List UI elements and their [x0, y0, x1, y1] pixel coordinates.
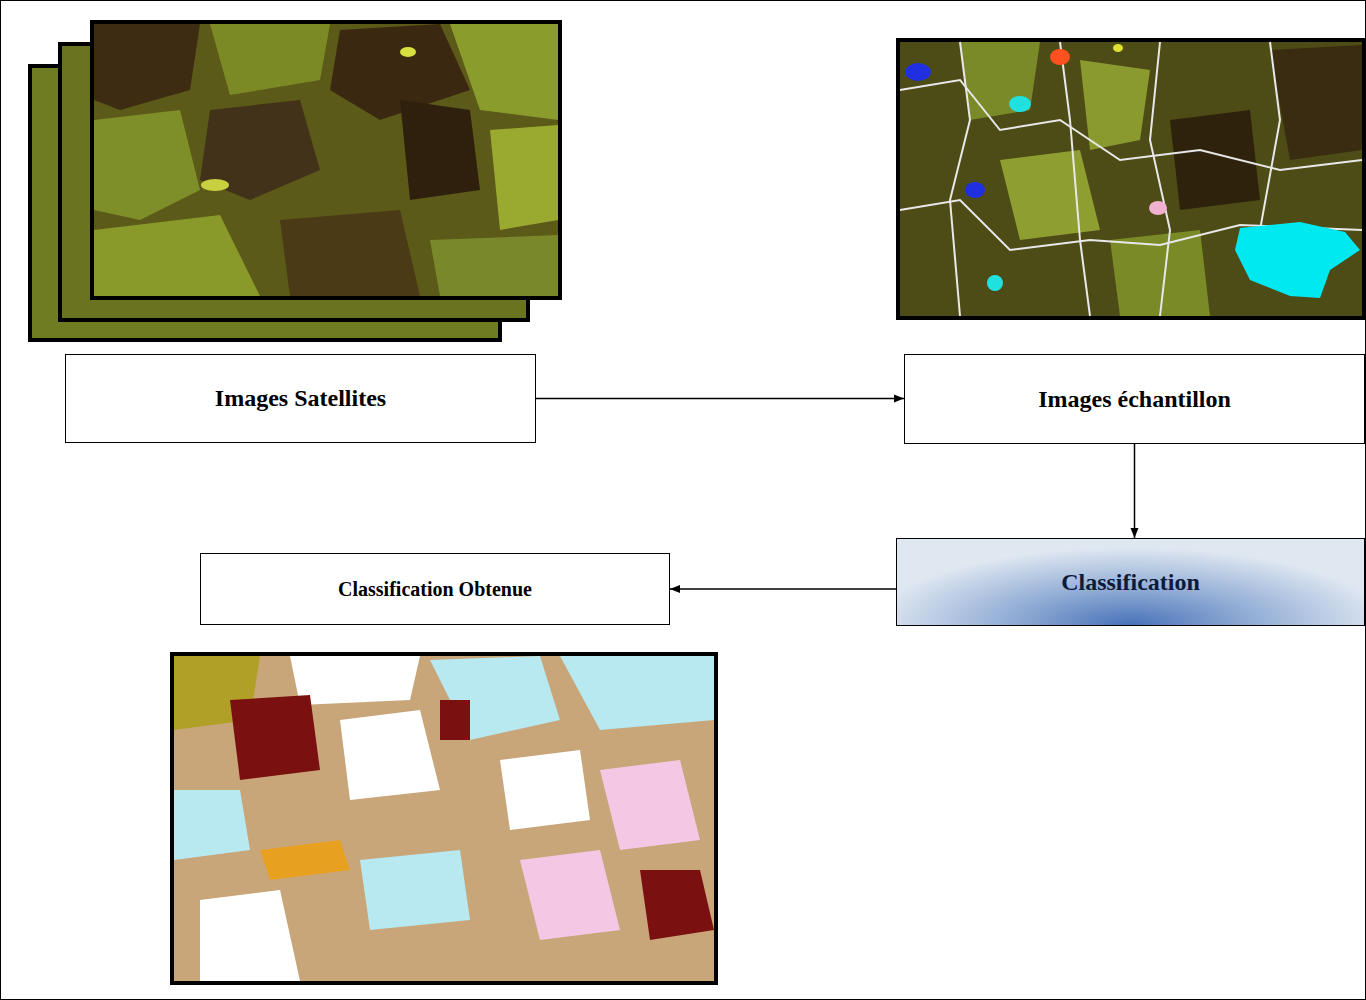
sample-yellow [1113, 44, 1123, 52]
sample-orange [1050, 49, 1070, 65]
parcel-light [1080, 60, 1150, 150]
result-box: Classification Obtenue [200, 553, 670, 625]
classification-result [172, 654, 716, 983]
sample-cyan [987, 275, 1003, 291]
field-dark [94, 24, 200, 110]
class-white [500, 750, 590, 830]
sample-lake [1235, 222, 1360, 298]
field-bright [400, 47, 416, 57]
field-light [94, 110, 200, 220]
class-cyan [430, 656, 560, 740]
class-pink [520, 850, 620, 940]
parcel-boundary [1060, 42, 1090, 316]
field-light [210, 24, 330, 95]
field-bright [201, 179, 229, 191]
sample-cyan [1009, 96, 1031, 112]
field-light [94, 215, 260, 296]
parcel-light [1000, 150, 1100, 240]
parcel-boundary [1260, 42, 1280, 230]
flow-arrow [670, 588, 896, 590]
parcel-boundary [1150, 42, 1170, 316]
class-white [200, 890, 300, 981]
class-maroon [440, 700, 470, 740]
parcel-dark [1170, 110, 1260, 210]
flow-arrow [536, 398, 904, 400]
process-box: Images Satellites [65, 354, 536, 443]
field-dark [400, 100, 480, 200]
result-frame [172, 654, 716, 983]
satellite-image-front [92, 22, 560, 298]
parcel-dark [1270, 45, 1362, 160]
sample-pink [1149, 201, 1167, 215]
field-light [490, 125, 558, 230]
class-cyan [360, 850, 470, 930]
satellite-stack [30, 22, 560, 340]
sample-blue [905, 63, 931, 81]
field-dark [330, 24, 470, 120]
sample-blue [965, 182, 985, 198]
parcel-light [960, 42, 1040, 120]
class-maroon [640, 870, 714, 940]
field-dark [280, 210, 420, 296]
class-maroon [230, 695, 320, 780]
box-label: Classification [1061, 568, 1200, 597]
process-box: Images échantillon [904, 354, 1365, 444]
sample-image [898, 40, 1364, 318]
sample-image-frame [898, 40, 1364, 318]
class-orange [260, 840, 350, 880]
class-white [340, 710, 440, 800]
field-dark [200, 100, 320, 200]
parcel-boundary [950, 42, 970, 316]
class-pink [600, 760, 700, 850]
flow-arrow [1134, 444, 1136, 538]
process-box-highlight: Classification [896, 538, 1365, 626]
class-cyan [560, 656, 714, 730]
box-label: Images échantillon [1038, 385, 1231, 414]
box-label: Images Satellites [215, 384, 386, 413]
field-light [450, 24, 558, 120]
class-cyan [174, 790, 250, 860]
field-light [430, 235, 558, 296]
box-label: Classification Obtenue [338, 577, 532, 601]
